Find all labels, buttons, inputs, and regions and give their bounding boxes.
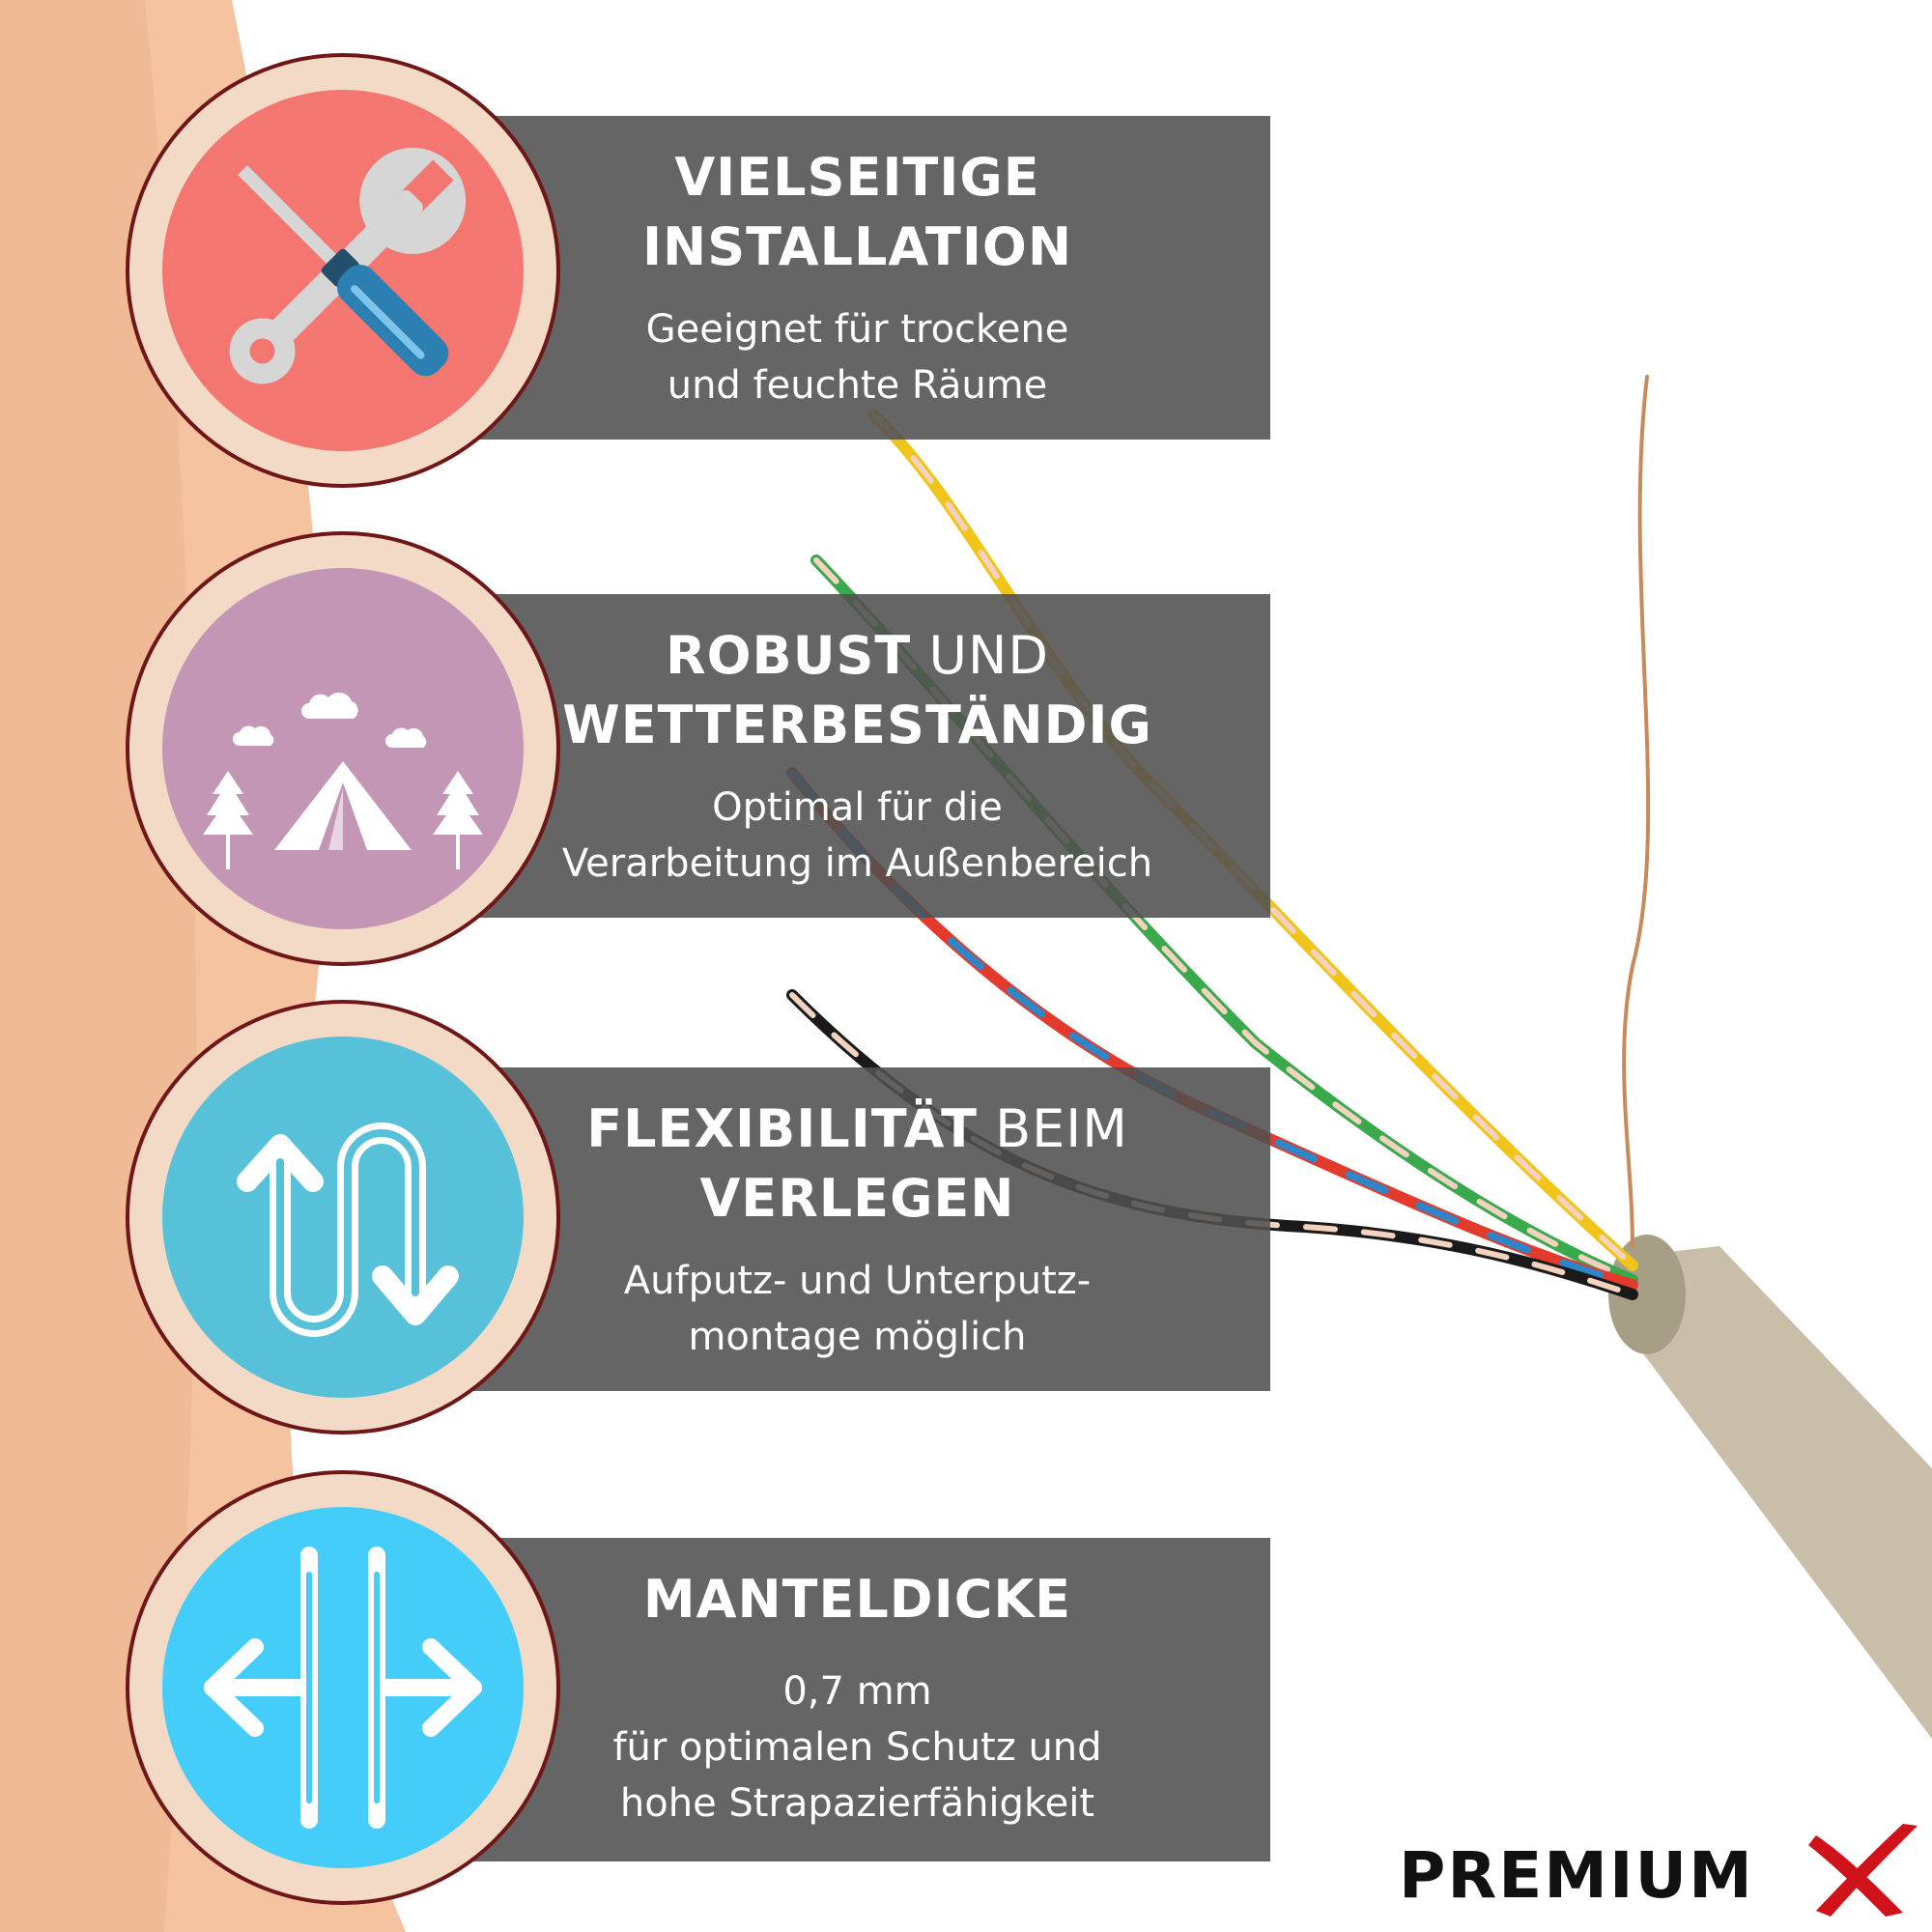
feature-title: FLEXIBILITÄT BEIM VERLEGEN: [444, 1094, 1270, 1234]
title-line-1-light: UND: [928, 625, 1049, 686]
feature-banner: ROBUST UND WETTERBESTÄNDIG Optimal für d…: [444, 594, 1270, 918]
brand-x-mark: [1808, 1824, 1918, 1917]
description-line-1: Optimal für die: [712, 785, 1003, 830]
tools-icon: [162, 90, 524, 451]
feature-installation: VIELSEITIGE INSTALLATION Geeignet für tr…: [0, 53, 1275, 497]
description-line-1: Geeignet für trockene: [645, 307, 1069, 352]
feature-description: Geeignet für trockene und feuchte Räume: [444, 301, 1270, 413]
flexible-route-arrows-icon: [162, 1037, 524, 1398]
feature-description: Aufputz- und Unterputz- montage möglich: [444, 1253, 1270, 1365]
feature-icon-circle: [126, 53, 560, 488]
title-line-1: VIELSEITIGE: [674, 147, 1040, 208]
thickness-arrows-icon: [162, 1507, 524, 1868]
feature-banner: MANTELDICKE 0,7 mm für optimalen Schutz …: [444, 1538, 1270, 1861]
title-line-2: WETTERBESTÄNDIG: [562, 695, 1152, 755]
title-line-1-light: BEIM: [995, 1098, 1128, 1159]
feature-robust: ROBUST UND WETTERBESTÄNDIG Optimal für d…: [0, 531, 1275, 976]
title-line-1: MANTELDICKE: [642, 1569, 1072, 1630]
camping-tent-icon: [162, 568, 524, 929]
feature-title: VIELSEITIGE INSTALLATION: [444, 143, 1270, 282]
description-line-2: und feuchte Räume: [667, 363, 1048, 408]
description-line-2: für optimalen Schutz und: [612, 1725, 1102, 1770]
description-line-1: 0,7 mm: [782, 1669, 932, 1714]
feature-description: 0,7 mm für optimalen Schutz und hohe Str…: [444, 1663, 1270, 1832]
feature-title: ROBUST UND WETTERBESTÄNDIG: [444, 621, 1270, 760]
description-line-2: Verarbeitung im Außenbereich: [561, 841, 1153, 886]
title-line-1-bold: ROBUST: [666, 625, 912, 686]
feature-jacket-thickness: MANTELDICKE 0,7 mm für optimalen Schutz …: [0, 1470, 1275, 1915]
feature-icon-circle: [126, 1000, 560, 1435]
feature-banner: FLEXIBILITÄT BEIM VERLEGEN Aufputz- und …: [444, 1067, 1270, 1391]
description-line-3: hohe Strapazierfähigkeit: [619, 1781, 1095, 1826]
feature-icon-circle: [126, 531, 560, 966]
title-line-1-bold: FLEXIBILITÄT: [586, 1098, 978, 1159]
premiumx-logo: PREMIUM: [1399, 1824, 1918, 1917]
feature-description: Optimal für die Verarbeitung im Außenber…: [444, 780, 1270, 892]
title-line-2: INSTALLATION: [641, 216, 1073, 277]
cable-jacket: [1633, 1246, 1932, 1739]
description-line-1: Aufputz- und Unterputz-: [623, 1259, 1092, 1303]
brand-name: PREMIUM: [1399, 1838, 1754, 1913]
title-line-2: VERLEGEN: [699, 1168, 1015, 1229]
feature-title: MANTELDICKE: [444, 1565, 1270, 1634]
feature-banner: VIELSEITIGE INSTALLATION Geeignet für tr…: [444, 116, 1270, 440]
feature-icon-circle: [126, 1470, 560, 1905]
feature-flexibility: FLEXIBILITÄT BEIM VERLEGEN Aufputz- und …: [0, 1000, 1275, 1444]
description-line-2: montage möglich: [688, 1315, 1027, 1359]
